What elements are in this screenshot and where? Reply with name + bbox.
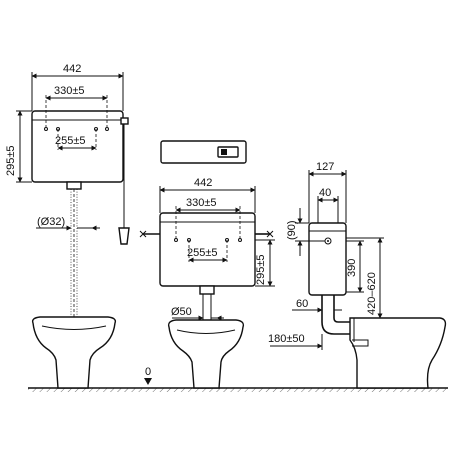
middle-outlet-diameter-label: Ø50 <box>171 306 192 318</box>
left-height-label: 295±5 <box>5 145 17 176</box>
left-height-dimension: 295±5 <box>5 110 32 183</box>
right-inner-width-dimension: 40 <box>317 187 339 223</box>
middle-height-label: 295±5 <box>255 254 267 285</box>
right-height-range-label: 420–620 <box>366 272 378 315</box>
left-fixing-inner-dimension: 255±5 <box>55 129 97 151</box>
right-height-label: 390 <box>346 259 358 277</box>
middle-fixing-inner-dimension: 255±5 <box>187 240 228 263</box>
middle-cistern <box>139 212 274 320</box>
right-top-width-dimension: 127 <box>308 161 347 223</box>
middle-toilet-bowl <box>167 319 245 389</box>
right-outlet-length-label: 180±50 <box>268 333 305 345</box>
floor-level-marker: 0 <box>144 366 152 385</box>
floor-level-label: 0 <box>145 366 151 378</box>
right-cistern <box>308 222 352 335</box>
middle-fixing-outer-dimension: 330±5 <box>175 197 241 240</box>
left-fixing-outer-label: 330±5 <box>54 85 85 97</box>
left-fixing-outer-dimension: 330±5 <box>45 85 108 129</box>
right-height-range-dimension: 420–620 <box>346 237 384 319</box>
right-height-dimension: 390 <box>346 240 364 293</box>
right-top-offset-dimension: (90) <box>286 208 325 256</box>
left-width-label: 442 <box>63 63 81 75</box>
middle-fixing-inner-label: 255±5 <box>187 247 218 259</box>
right-inner-width-label: 40 <box>319 187 331 199</box>
left-fixing-inner-label: 255±5 <box>55 135 86 147</box>
middle-fixing-outer-label: 330±5 <box>186 197 217 209</box>
left-pipe-diameter-dimension: (Ø32) <box>36 216 100 231</box>
middle-outlet-diameter-dimension: Ø50 <box>171 306 224 321</box>
left-toilet-bowl <box>31 316 117 389</box>
right-outlet-height-label: 60 <box>296 298 308 310</box>
right-top-offset-label: (90) <box>286 220 298 240</box>
left-width-dimension: 442 <box>31 63 124 111</box>
right-outlet-height-dimension: 60 <box>292 298 342 313</box>
right-top-width-label: 127 <box>316 161 334 173</box>
middle-width-dimension: 442 <box>159 177 256 213</box>
right-toilet-bowl <box>349 317 447 389</box>
middle-height-dimension: 295±5 <box>255 239 275 287</box>
right-outlet-length-dimension: 180±50 <box>268 333 362 350</box>
middle-width-label: 442 <box>194 177 212 189</box>
left-pipe-diameter-label: (Ø32) <box>37 216 65 228</box>
cistern-lid-detail <box>160 140 247 164</box>
